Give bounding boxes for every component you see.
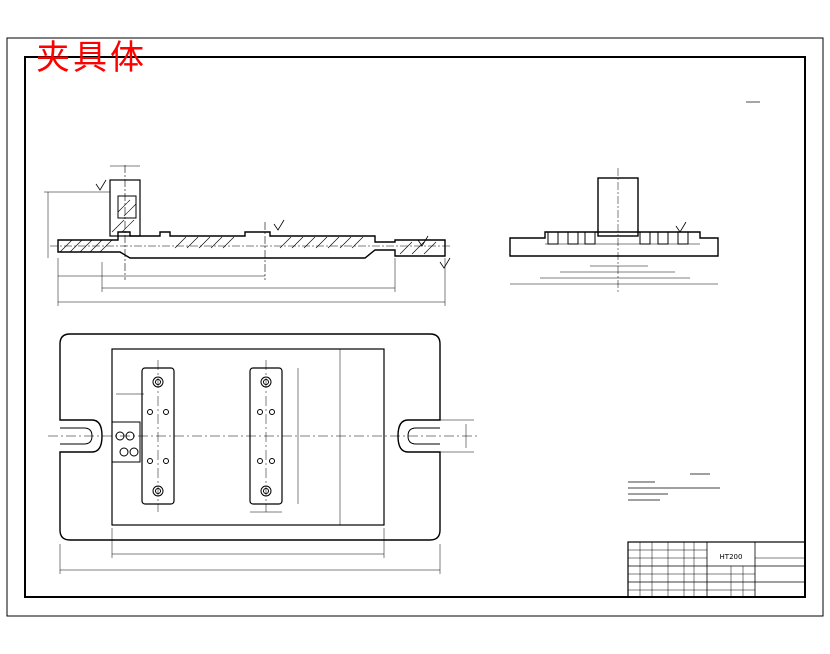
technical-notes (628, 101, 760, 501)
title-stamp: 夹具体 (36, 38, 147, 78)
front-section-view (44, 165, 452, 306)
inner-frame (24, 56, 806, 598)
plan-view (48, 333, 478, 574)
outer-border (6, 37, 824, 617)
side-view (509, 168, 719, 292)
title-block-material: HT200 (720, 553, 743, 561)
title-block: HT200 (627, 541, 806, 598)
